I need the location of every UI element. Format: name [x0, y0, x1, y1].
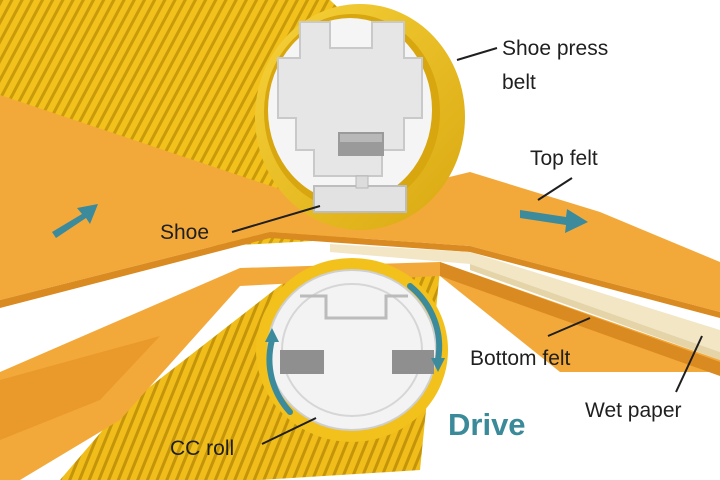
- machine-direction-arrows: [52, 204, 588, 238]
- shoe-block: [313, 185, 407, 213]
- label-shoe: Shoe: [160, 221, 210, 244]
- leader-lines: [231, 47, 703, 445]
- shoe-beam: [277, 21, 423, 177]
- bottom-felt-band: [0, 262, 720, 480]
- rotation-arrows: [266, 283, 443, 415]
- label-wet-paper: Wet paper: [585, 399, 682, 422]
- shoe-press-roll: [255, 4, 465, 230]
- wet-paper-sheet: [330, 244, 720, 352]
- label-shoe-press-belt-line2: belt: [502, 71, 536, 94]
- label-drive: Drive: [448, 407, 526, 442]
- cc-roll: [256, 258, 448, 442]
- label-bottom-felt: Bottom felt: [470, 347, 571, 370]
- label-cc-roll: CC roll: [170, 437, 235, 460]
- label-shoe-press-belt-line1: Shoe press: [502, 37, 609, 60]
- label-top-felt: Top felt: [530, 147, 598, 170]
